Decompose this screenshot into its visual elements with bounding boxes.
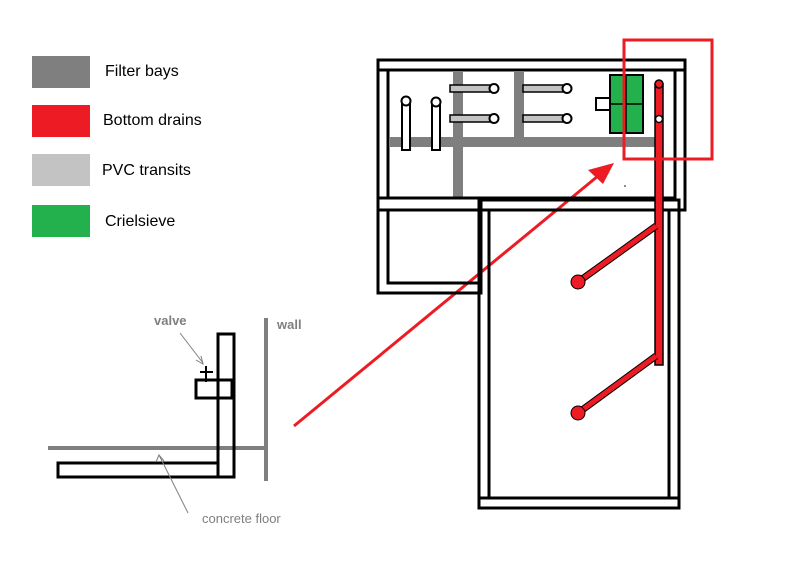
filter-element-horizontal-4 [522, 113, 573, 124]
bottom-drain-main-pipe [654, 83, 664, 366]
filter-bay-vertical [453, 72, 463, 197]
filter-element-horizontal-3 [522, 83, 573, 94]
filter-bay-stub [514, 72, 524, 142]
highlight-box [622, 38, 714, 161]
main-pond-outer [477, 198, 681, 510]
arrow-shaft [293, 174, 599, 428]
valve-box [194, 378, 234, 400]
legend: Filter bays Bottom drains PVC transits C… [32, 56, 202, 237]
bottom-drain-joint [654, 114, 664, 124]
bottom-drain-2 [570, 405, 586, 421]
legend-label-crielsieve: Crielsieve [105, 213, 175, 230]
legend-label-pvc-transits: PVC transits [102, 162, 191, 179]
floor-pointer-head [155, 454, 165, 463]
wall-label: wall [276, 317, 302, 332]
left-section-outer [376, 196, 483, 295]
pipe-section-outline [56, 332, 236, 479]
side-detail: valve wall concrete floor [48, 313, 302, 526]
top-section-inner [386, 68, 677, 200]
pointer-arrow [293, 163, 614, 428]
arrow-head [588, 163, 614, 184]
valve-pointer-line [179, 332, 204, 364]
filter-bay-main-horizontal [390, 137, 660, 147]
legend-swatch-bottom-drains [32, 105, 90, 137]
bottom-drain-top-cap [654, 79, 664, 89]
floor-pointer-line [158, 454, 189, 514]
bottom-drain-branch-2-fill [576, 353, 658, 416]
valve-label: valve [154, 313, 187, 328]
legend-label-filter-bays: Filter bays [105, 63, 179, 80]
legend-swatch-filter-bays [32, 56, 90, 88]
filter-element-vertical-2 [430, 96, 442, 151]
valve-pointer-head [195, 355, 204, 366]
left-section-inner [386, 208, 483, 285]
main-pond-inner [487, 208, 671, 500]
filter-element-vertical-1 [400, 95, 412, 151]
legend-swatch-pvc-transits [32, 154, 90, 186]
concrete-floor-label: concrete floor [202, 511, 281, 526]
filter-element-horizontal-1 [449, 83, 500, 94]
filter-element-horizontal-2 [449, 113, 500, 124]
stray-dot [624, 185, 626, 187]
bottom-drain-branch-1-fill [576, 223, 658, 285]
crielsieve-connector [595, 97, 611, 111]
legend-label-bottom-drains: Bottom drains [103, 112, 202, 129]
legend-swatch-crielsieve [32, 205, 90, 237]
plan-view [376, 58, 687, 510]
bottom-drain-1 [570, 274, 586, 290]
